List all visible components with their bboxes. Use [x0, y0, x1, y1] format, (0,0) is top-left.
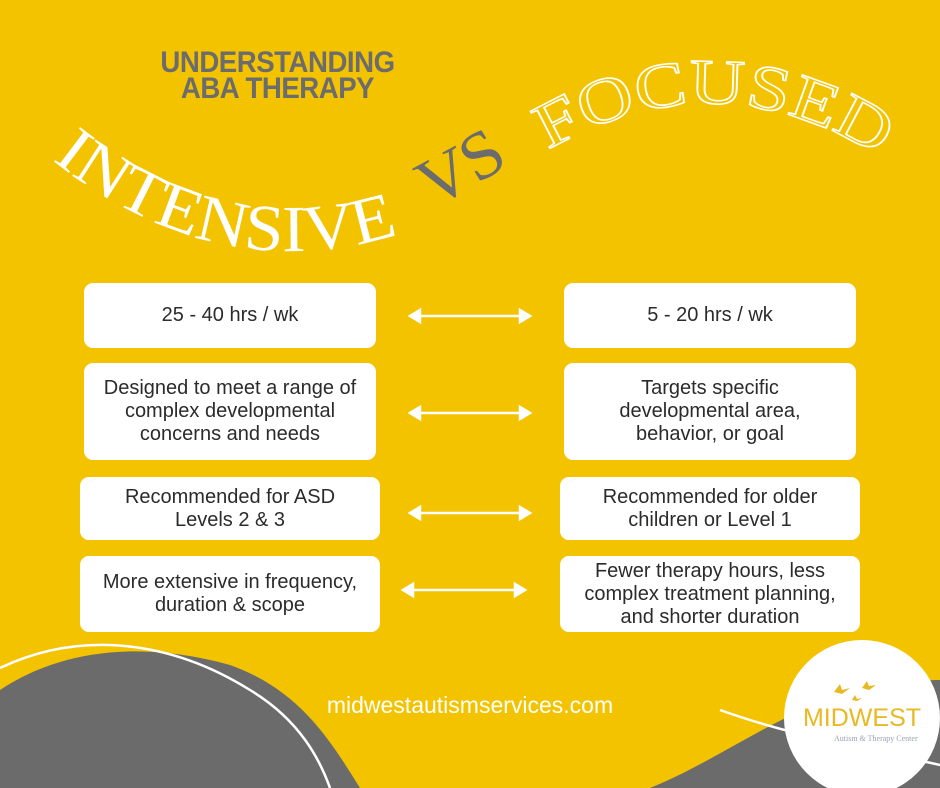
- intensive-hours-box: 25 - 40 hrs / wk: [84, 283, 376, 348]
- headline-focused: FOCUSED: [522, 46, 906, 168]
- intensive-recommended-box: Recommended for ASD Levels 2 & 3: [80, 477, 380, 540]
- double-arrow-icon: [407, 307, 533, 325]
- double-arrow-icon: [407, 504, 533, 522]
- left-wave-line: [0, 643, 332, 788]
- focused-scope-box: Targets specific developmental area, beh…: [564, 363, 856, 460]
- page-title: UNDERSTANDING ABA THERAPY: [133, 46, 423, 105]
- intensive-scope-box: Designed to meet a range of complex deve…: [84, 363, 376, 460]
- logo-name: MIDWEST: [802, 704, 922, 732]
- birds-icon: [834, 681, 876, 701]
- left-wave: [0, 651, 360, 788]
- intensive-extent-box: More extensive in frequency, duration & …: [80, 556, 380, 632]
- focused-recommended-box: Recommended for older children or Level …: [560, 477, 860, 540]
- double-arrow-icon: [407, 404, 533, 422]
- arrows: [400, 307, 533, 599]
- focused-hours-box: 5 - 20 hrs / wk: [564, 283, 856, 348]
- logo: MIDWEST Autism & Therapy Center: [784, 640, 940, 788]
- headline-intensive: INTENSIVE: [43, 114, 402, 267]
- headline-vs: VS: [404, 112, 519, 222]
- website-url[interactable]: midwestautismservices.com: [326, 692, 614, 718]
- title-line-2: ABA THERAPY: [180, 72, 375, 105]
- logo-tagline: Autism & Therapy Center: [834, 734, 918, 743]
- focused-extent-box: Fewer therapy hours, less complex treatm…: [560, 556, 860, 632]
- double-arrow-icon: [400, 581, 528, 599]
- title-line-1: UNDERSTANDING: [160, 46, 395, 79]
